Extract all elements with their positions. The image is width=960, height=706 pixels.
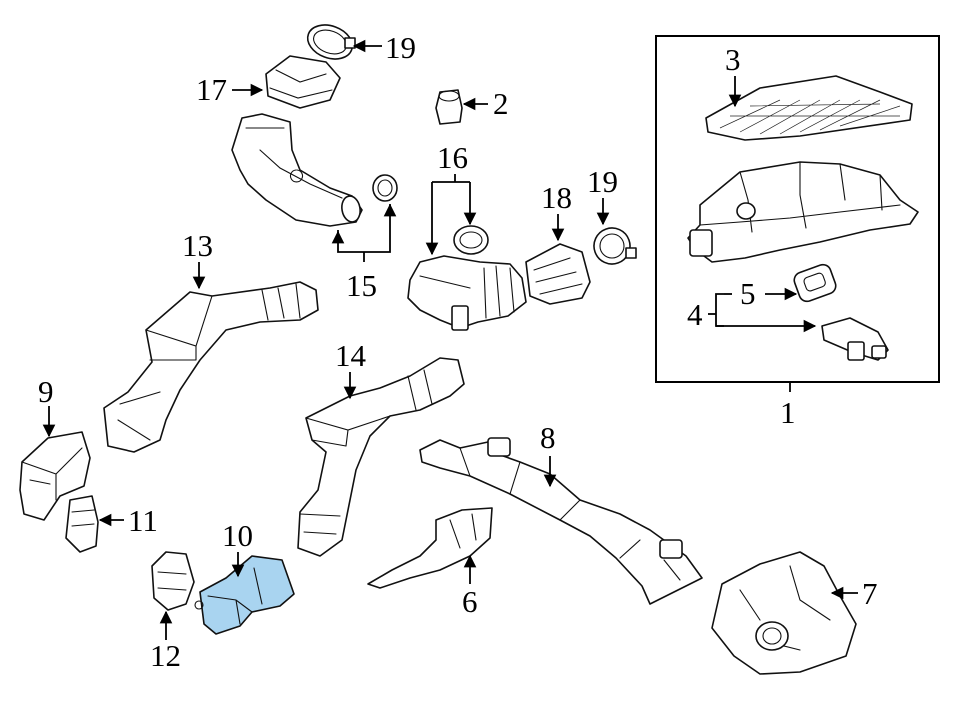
upper-intake-pipe[interactable] [231, 113, 363, 227]
callout-14[interactable]: 14 [335, 338, 367, 373]
part-18-hose[interactable]: 18 [525, 180, 591, 305]
part-9-bracket-duct[interactable]: 9 [19, 374, 91, 521]
callout-5[interactable]: 5 [740, 276, 756, 311]
callout-1[interactable]: 1 [780, 395, 796, 430]
part-14-duct[interactable]: 14 [297, 338, 465, 557]
part-8-bracket[interactable]: 8 [419, 420, 703, 605]
part-16-resonator-duct[interactable]: 16 [407, 140, 527, 331]
callout-7[interactable]: 7 [862, 576, 878, 611]
callout-9[interactable]: 9 [38, 374, 54, 409]
callout-8[interactable]: 8 [540, 420, 556, 455]
callout-13[interactable]: 13 [182, 228, 213, 263]
part-5-grommet[interactable]: 5 [740, 262, 838, 311]
callout-18[interactable]: 18 [541, 180, 572, 215]
part-10-duct-highlighted[interactable]: 10 [194, 518, 295, 635]
callout-2[interactable]: 2 [493, 86, 509, 121]
part-7-heat-shield[interactable]: 7 [711, 551, 878, 675]
callout-19-right[interactable]: 19 [587, 164, 618, 199]
part-13-duct[interactable]: 13 [103, 228, 319, 453]
callout-16[interactable]: 16 [437, 140, 468, 175]
part-4-airflow-sensor[interactable]: 4 [687, 293, 889, 361]
part-12-bracket[interactable]: 12 [150, 551, 195, 673]
part-19-clamp-top[interactable]: 19 [303, 19, 416, 65]
part-6-bracket[interactable]: 6 [367, 507, 493, 619]
part-15-clamp[interactable]: 15 [331, 174, 398, 303]
callout-10[interactable]: 10 [222, 518, 253, 553]
callout-15[interactable]: 15 [346, 268, 377, 303]
part-2-bolt[interactable]: 2 [435, 86, 509, 125]
part-11-clip[interactable]: 11 [65, 495, 158, 553]
air-cleaner-assembly-box: 1 [655, 35, 940, 430]
part-3-air-cleaner-cover[interactable]: 3 [705, 42, 913, 141]
callout-3[interactable]: 3 [725, 42, 741, 77]
part-19-clamp-right[interactable]: 19 [587, 164, 637, 269]
callout-19-top[interactable]: 19 [385, 30, 416, 65]
air-cleaner-housing[interactable] [687, 161, 919, 263]
callout-4[interactable]: 4 [687, 297, 703, 332]
callout-11[interactable]: 11 [128, 503, 158, 538]
part-17-coupler[interactable]: 17 [196, 55, 341, 109]
callout-12[interactable]: 12 [150, 638, 181, 673]
callout-17[interactable]: 17 [196, 72, 227, 107]
callout-6[interactable]: 6 [462, 584, 478, 619]
